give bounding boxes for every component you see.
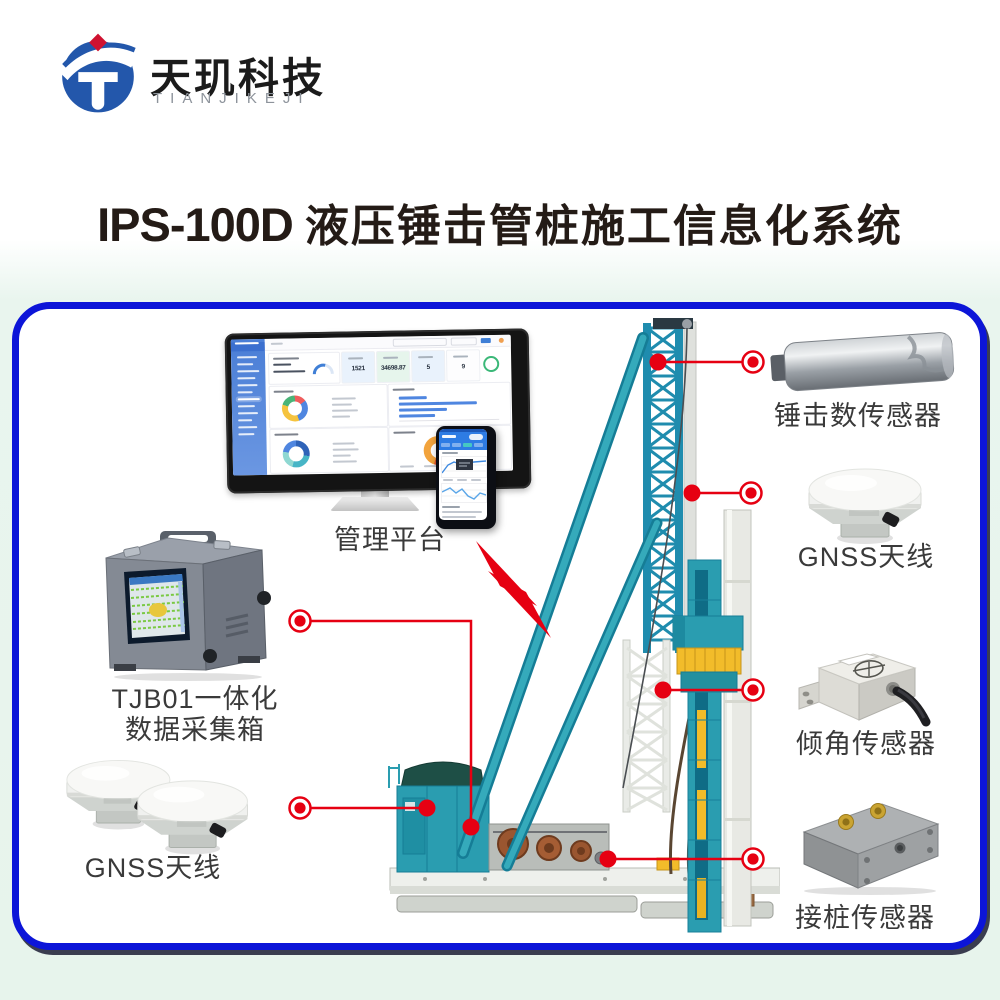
- machine-tarp: [400, 761, 485, 789]
- monitor: 1521 34698.87 5 9: [224, 328, 532, 494]
- mast-top-head: [653, 318, 693, 329]
- collector-box: [105, 531, 271, 681]
- dashboard-stat-card: 5: [410, 349, 446, 383]
- dashboard-sidebar: [230, 338, 268, 476]
- phone-screen: [439, 429, 487, 520]
- collector-label: TJB01一体化 数据采集箱: [111, 684, 279, 745]
- pile-sensor-label: 接桩传感器: [795, 903, 935, 933]
- gauge-icon: [312, 363, 334, 375]
- monitor-screen: 1521 34698.87 5 9: [230, 334, 514, 476]
- dashboard-sidebar-header: [230, 341, 265, 352]
- hammer-sensor-label: 锤击数传感器: [774, 401, 942, 431]
- phone: [436, 426, 496, 529]
- dashboard-stat-card: 1521: [340, 351, 376, 384]
- monitor-stand-base: [330, 497, 420, 511]
- platform-label: 管理平台: [334, 525, 446, 555]
- pile-connection-sensor: [802, 803, 940, 895]
- phone-header: [439, 432, 487, 442]
- dashboard-barchart-card: [387, 381, 512, 427]
- dashboard-donut-card-2: [269, 426, 390, 474]
- dashboard-stat-card: 9: [445, 349, 481, 382]
- phone-tabs: [439, 442, 487, 450]
- brand-name-en: TIANJIKEJI: [153, 90, 311, 107]
- tilt-sensor: [798, 653, 931, 727]
- hammer-count-sensor: [770, 332, 955, 392]
- tilt-sensor-label: 倾角传感器: [796, 729, 936, 759]
- gnss-left-label: GNSS天线: [84, 853, 222, 883]
- brand-logo-icon: [58, 33, 140, 113]
- brand-name: 天玑科技: [150, 55, 326, 101]
- phone-charts: [439, 450, 487, 520]
- dashboard-donut-card-1: [268, 383, 389, 429]
- tilt-cable: [892, 686, 931, 727]
- dashboard-overview-card: [267, 351, 341, 385]
- title-model: IPS-100D: [97, 198, 294, 251]
- gnss-right-label: GNSS天线: [797, 542, 935, 572]
- dashboard-badge-icon: [483, 355, 500, 373]
- dashboard-stat-card: 34698.87: [375, 350, 411, 384]
- title-text: 液压锤击管桩施工信息化系统: [304, 202, 903, 251]
